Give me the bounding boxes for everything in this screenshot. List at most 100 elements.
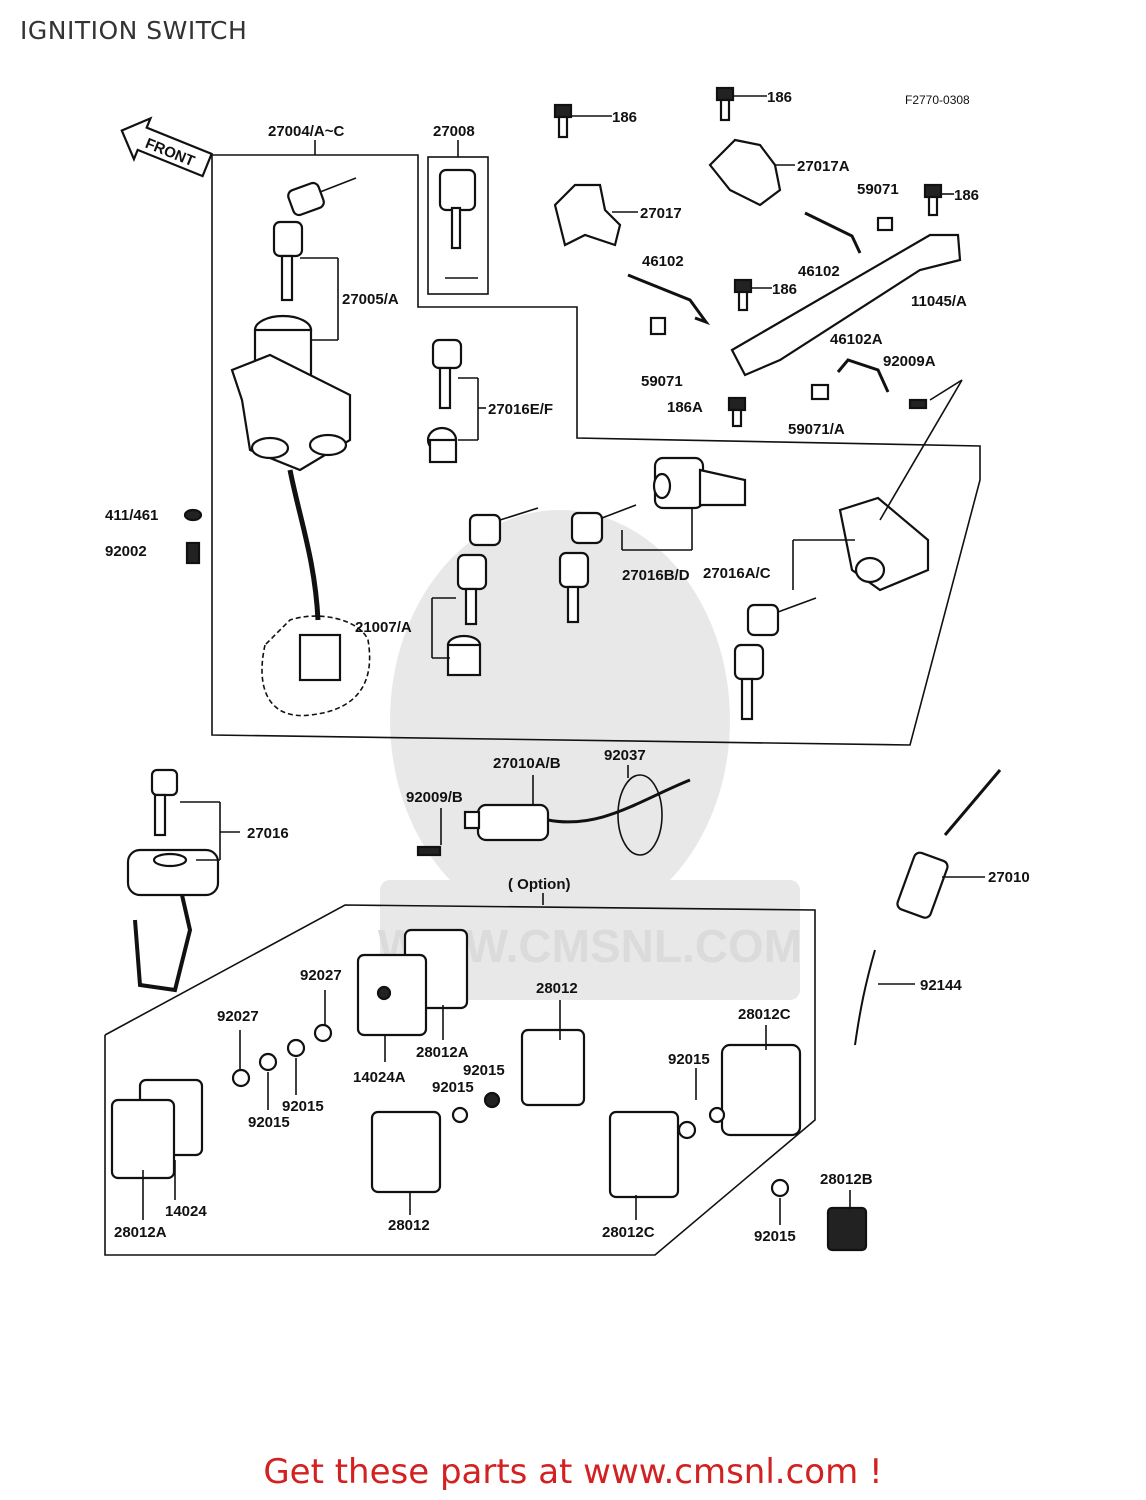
- label-28012-b: 28012: [388, 1217, 430, 1234]
- nut-icon-3: [286, 1038, 306, 1058]
- label-21007: 21007/A: [355, 619, 412, 636]
- cover-28012b-icon: [370, 1110, 442, 1194]
- nut-icon-9: [770, 1178, 790, 1198]
- label-186A: 186A: [667, 399, 703, 416]
- part-labels: 27004/A~C 27008 186 186 186 186 186A 270…: [105, 89, 1030, 1245]
- switch-27010AB-icon: [416, 774, 691, 857]
- rod-46102-icon: [627, 273, 711, 326]
- key-single-icon: [426, 338, 463, 464]
- label-59071-b: 59071: [641, 373, 683, 390]
- cover-28012C2-icon: [608, 1110, 680, 1199]
- label-92144: 92144: [920, 977, 962, 994]
- label-28012A-b: 28012A: [114, 1224, 167, 1241]
- label-27010AB: 27010A/B: [493, 755, 561, 772]
- key-pair-icon-3: [558, 504, 637, 624]
- key-pair-icon-4: [733, 597, 817, 721]
- label-92015-a: 92015: [463, 1062, 505, 1079]
- label-92009B: 92009/B: [406, 789, 463, 806]
- label-27016BD: 27016B/D: [622, 567, 690, 584]
- label-27016: 27016: [247, 825, 289, 842]
- clip-icon-1: [649, 316, 667, 336]
- label-28012C-b: 28012C: [602, 1224, 655, 1241]
- switch-27010-icon: [854, 769, 1002, 1046]
- label-28012B: 28012B: [820, 1171, 873, 1188]
- front-arrow: FRONT: [120, 116, 214, 178]
- nut-icon-1: [231, 1068, 251, 1088]
- lock-cylinder-icon: [652, 456, 747, 510]
- label-92015-d: 92015: [282, 1098, 324, 1115]
- cover-28012A-icon: [110, 1098, 176, 1180]
- label-46102A: 46102A: [830, 331, 883, 348]
- label-59071-a: 59071: [857, 181, 899, 198]
- label-27017: 27017: [640, 205, 682, 222]
- key-tag-icon: [438, 168, 477, 212]
- label-92027-b: 92027: [300, 967, 342, 984]
- label-92027-a: 92027: [217, 1008, 259, 1025]
- footer-link-text[interactable]: Get these parts at www.cmsnl.com !: [263, 1452, 883, 1492]
- nut-icon-4: [313, 1023, 333, 1043]
- leader-lines: [142, 95, 985, 1225]
- rod-46102b-icon: [804, 211, 862, 254]
- label-186-c: 186: [954, 187, 979, 204]
- emblem-28012B-icon: [826, 1206, 868, 1252]
- label-92015-e: 92015: [248, 1114, 290, 1131]
- label-92002: 92002: [105, 543, 147, 560]
- label-46102-b: 46102: [798, 263, 840, 280]
- option-label: ( Option): [508, 876, 570, 893]
- label-186-d: 186: [772, 281, 797, 298]
- parts-diagram: WWW.CMSNL.COM F2770-0308 FRONT: [104, 86, 1030, 1256]
- label-411-461: 411/461: [105, 507, 158, 524]
- label-28012C-a: 28012C: [738, 1006, 791, 1023]
- bar-11045-icon: [730, 233, 962, 377]
- label-46102-a: 46102: [642, 253, 684, 270]
- bolt-icon-5: [727, 396, 747, 428]
- label-92009A: 92009A: [883, 353, 936, 370]
- bolt-icon-1: [553, 103, 573, 139]
- label-92015-b: 92015: [432, 1079, 474, 1096]
- clip-icon-3: [810, 383, 830, 401]
- nut-icon-2: [258, 1052, 278, 1072]
- chain-lock-icon: [126, 768, 220, 993]
- label-27016AC: 27016A/C: [703, 565, 771, 582]
- rod-46102A-icon: [836, 358, 890, 393]
- nut-icon-5: [451, 1106, 469, 1124]
- washer-icon: [183, 508, 203, 522]
- cover-28012-icon: [520, 1028, 586, 1107]
- label-14024A: 14024A: [353, 1069, 406, 1086]
- label-27008: 27008: [433, 123, 475, 140]
- label-14024: 14024: [165, 1203, 207, 1220]
- diagram-code: F2770-0308: [905, 93, 970, 107]
- screw-92009A-icon: [908, 398, 928, 410]
- nut-icon-8: [708, 1106, 726, 1124]
- key-pair-icon: [272, 177, 357, 302]
- label-186-a: 186: [612, 109, 637, 126]
- lock-plate-icon: [356, 953, 428, 1037]
- label-92015-f: 92015: [754, 1228, 796, 1245]
- label-27004: 27004/A~C: [268, 123, 344, 140]
- lock-bracket-icon: [838, 496, 930, 592]
- label-27005: 27005/A: [342, 291, 399, 308]
- nut-icon-6: [483, 1091, 501, 1109]
- label-92037: 92037: [604, 747, 646, 764]
- label-27010: 27010: [988, 869, 1030, 886]
- bracket-27017A-icon: [708, 138, 782, 207]
- page-title: IGNITION SWITCH: [20, 16, 248, 45]
- bolt-icon-2: [715, 86, 735, 122]
- bracket-27017-icon: [553, 183, 622, 247]
- screw-icon: [185, 541, 201, 565]
- label-27017A: 27017A: [797, 158, 850, 175]
- option-outline: [104, 904, 816, 1256]
- cover-28012C-icon: [720, 1043, 802, 1137]
- key-pair-icon-2: [446, 507, 539, 677]
- bolt-icon-4: [733, 278, 753, 312]
- label-186-b: 186: [767, 89, 792, 106]
- watermark-logo: WWW.CMSNL.COM: [378, 510, 802, 1000]
- nut-icon-7: [677, 1120, 697, 1140]
- label-28012A-a: 28012A: [416, 1044, 469, 1061]
- bolt-icon-3: [923, 183, 943, 217]
- label-28012-a: 28012: [536, 980, 578, 997]
- label-59071A: 59071/A: [788, 421, 845, 438]
- label-92015-c: 92015: [668, 1051, 710, 1068]
- clip-icon-2: [876, 216, 894, 232]
- label-11045: 11045/A: [911, 293, 967, 310]
